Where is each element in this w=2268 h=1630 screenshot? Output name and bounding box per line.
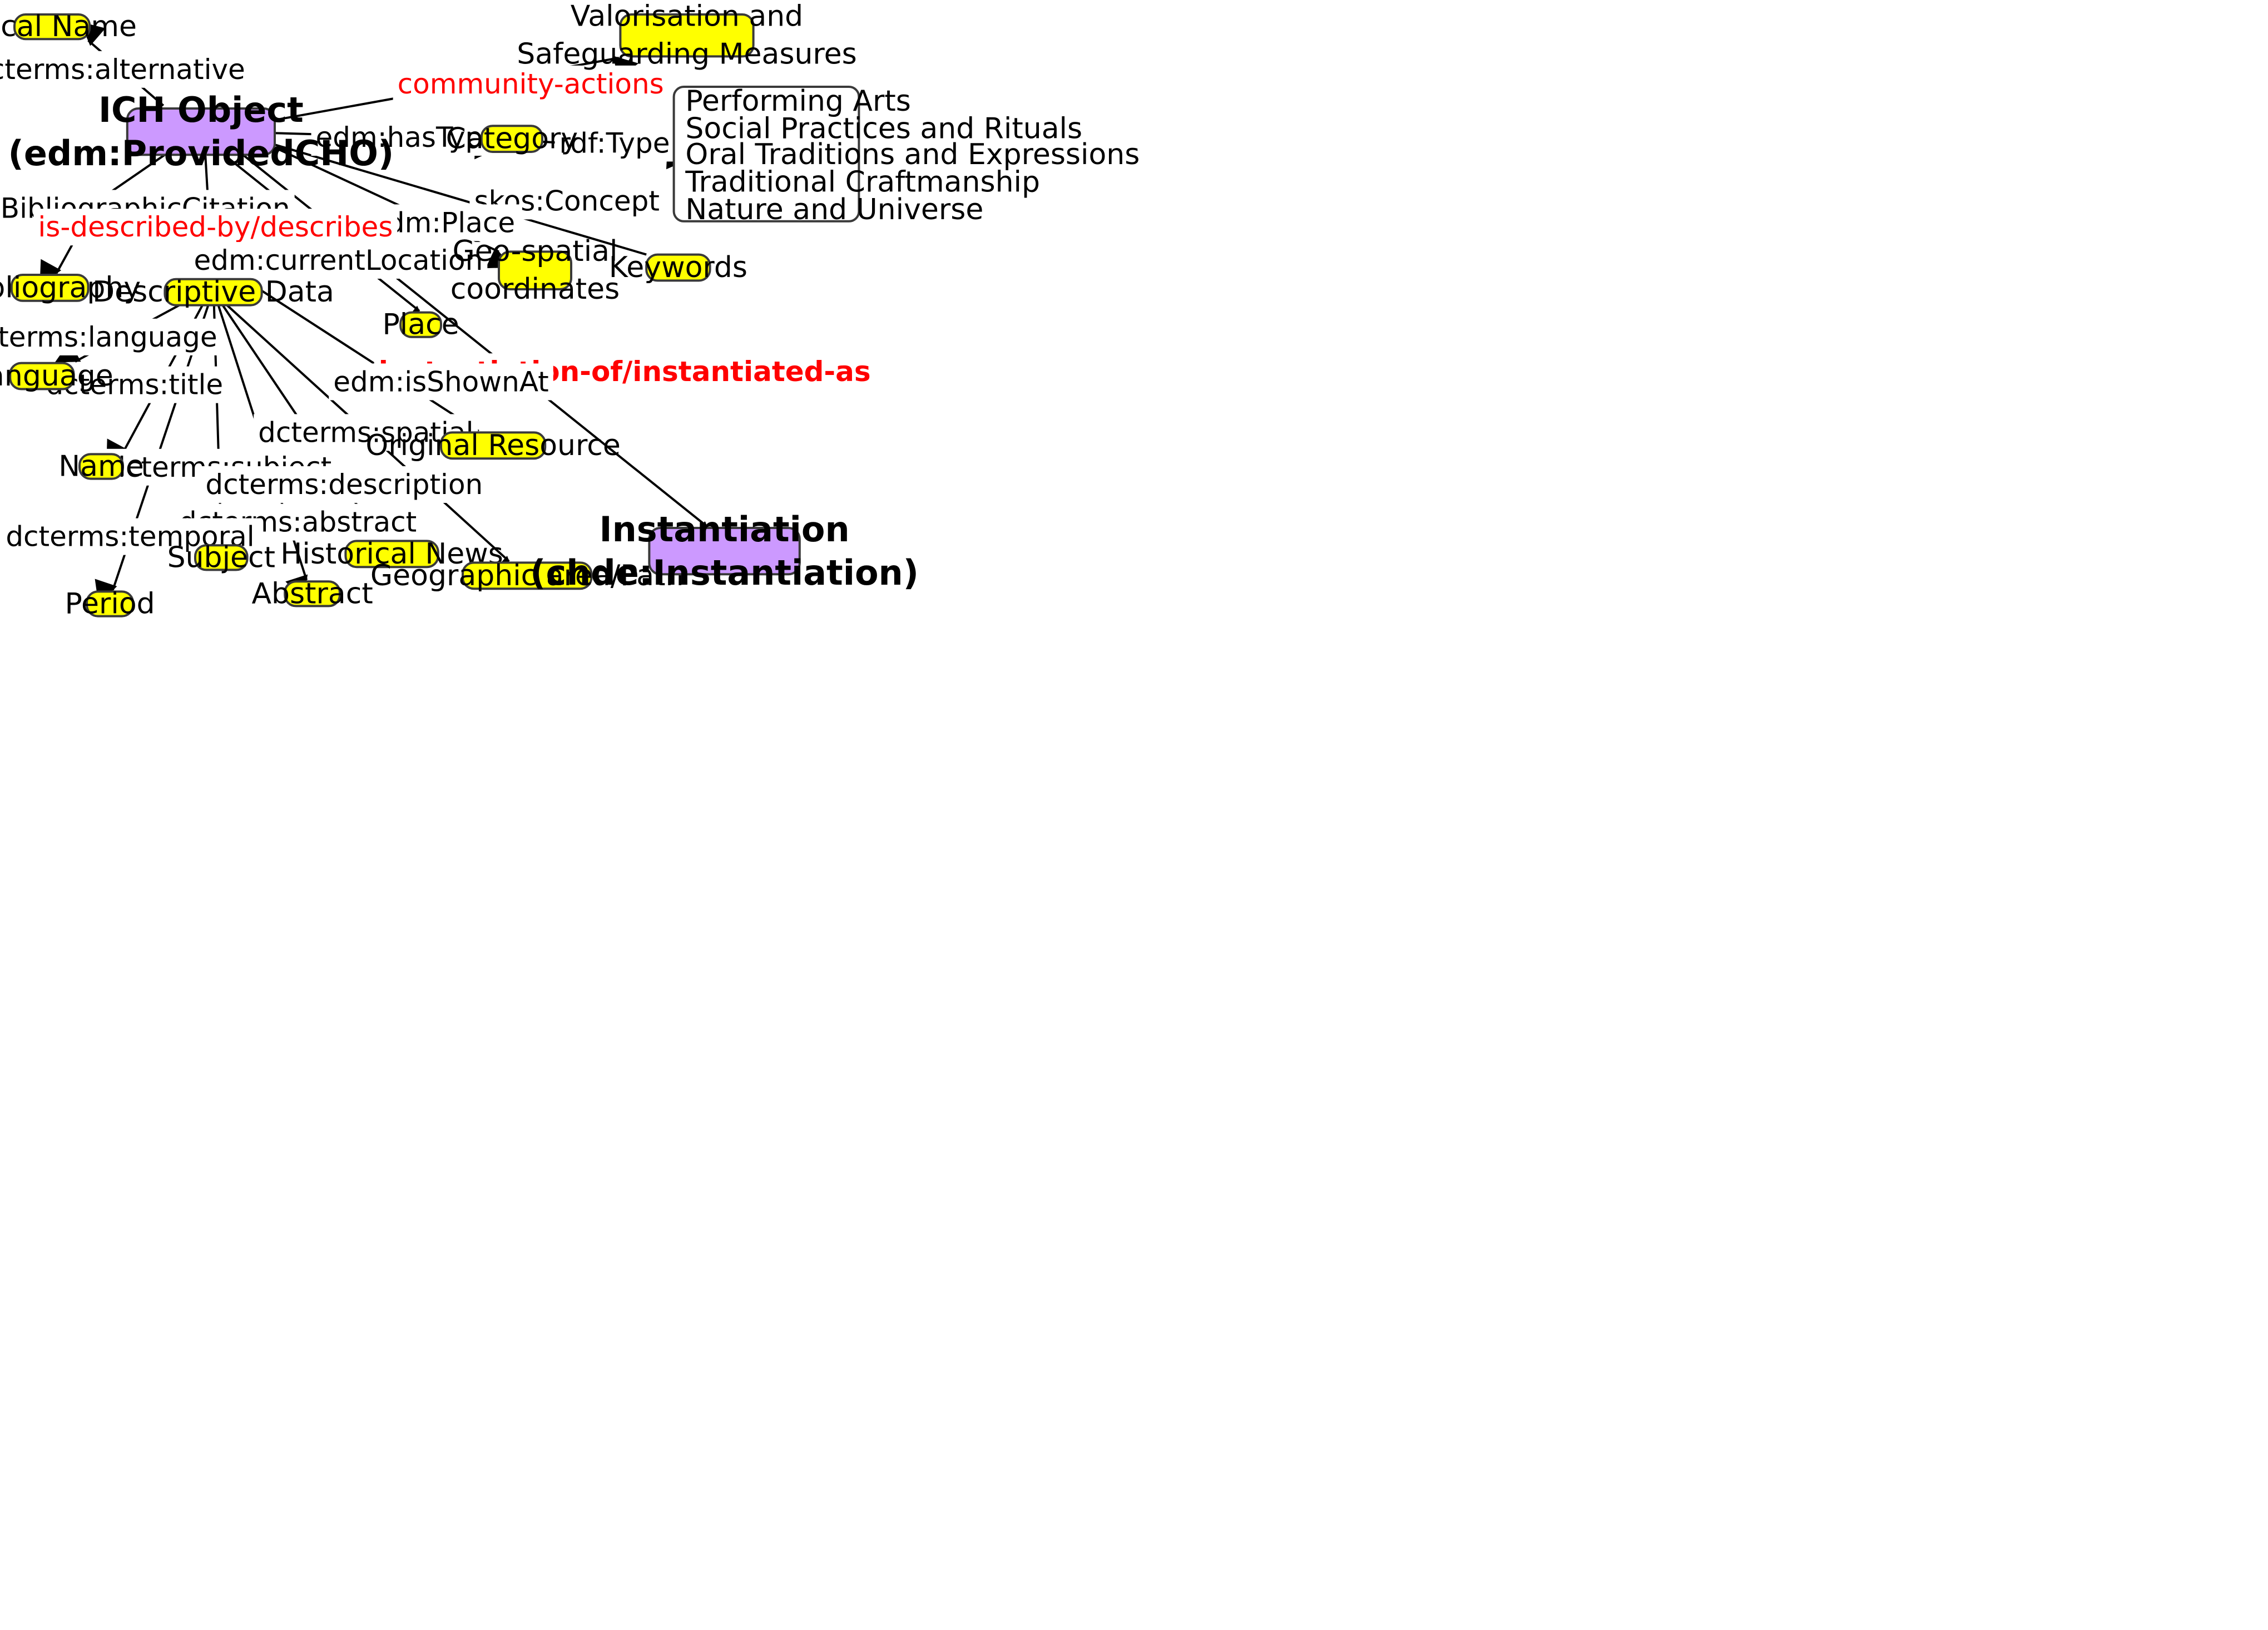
edge-label-text: dcterms:description xyxy=(205,468,483,501)
node-box xyxy=(164,278,263,307)
node-box xyxy=(645,253,711,282)
node-label: Language xyxy=(0,359,113,393)
edge-labels-layer: dcterms:alternative community-actions edm:… xyxy=(0,51,875,555)
type-list-item: Nature and Universe xyxy=(685,193,983,226)
node-box xyxy=(9,362,75,391)
node-label: Local Name xyxy=(0,10,137,43)
node-box xyxy=(10,274,90,302)
node-label: coordinates xyxy=(450,273,620,306)
edge-label-backdrop xyxy=(311,119,504,156)
node-box xyxy=(194,544,249,571)
edge-label-text: dcterms:spatial xyxy=(258,416,473,448)
node-box xyxy=(498,250,572,290)
type-list-frame xyxy=(672,86,860,223)
edge-label-backdrop xyxy=(33,209,398,246)
node-box xyxy=(344,540,439,569)
node-bibliography: Bibliography xyxy=(0,271,141,304)
edge-label-current-location: edm:currentLocation xyxy=(189,242,488,279)
node-label: (edm:ProvidedCHO) xyxy=(8,133,394,174)
edge-label-text: edm:hasType xyxy=(316,121,500,154)
node-language: Language xyxy=(0,359,113,393)
edge-label-is-described-by: is-described-by/describes xyxy=(33,209,398,246)
edge-label-text: dcterms:title xyxy=(46,369,223,401)
type-list-item: Social Practices and Rituals xyxy=(685,112,1082,145)
node-box xyxy=(619,13,755,58)
edge-label-text: community-actions xyxy=(398,68,664,100)
node-box xyxy=(126,107,276,156)
edge-label-text: rdf:Type xyxy=(559,127,670,159)
node-box xyxy=(13,13,91,41)
type-list-item: Traditional Craftmanship xyxy=(685,166,1040,199)
edge-label-rdf-type: rdf:Type xyxy=(554,125,675,162)
edge-label-backdrop xyxy=(201,466,488,503)
node-historical-news: Historical News xyxy=(280,537,503,571)
node-box xyxy=(399,311,443,338)
edge-skos-concept xyxy=(274,144,647,256)
node-label: Abstract xyxy=(251,577,373,610)
edge-is-shown-at xyxy=(261,289,479,432)
type-list-item: Oral Traditions and Expressions xyxy=(685,138,1140,171)
node-label: Keywords xyxy=(609,251,747,284)
edge-label-description: dcterms:description xyxy=(201,466,488,503)
edge-label-text: is-described-by/describes xyxy=(38,211,393,243)
node-label: Name xyxy=(58,450,143,483)
edge-label-text: dcterms:alternative xyxy=(0,53,245,86)
node-label: (chde:Instantiation) xyxy=(530,552,919,593)
edge-label-alternative: dcterms:alternative xyxy=(0,51,250,88)
node-name: Name xyxy=(58,450,143,483)
node-box xyxy=(78,453,124,480)
type-list-item: Performing Arts xyxy=(685,85,911,118)
node-box xyxy=(440,431,547,460)
edge-label-backdrop xyxy=(189,242,488,279)
node-label: Original Resource xyxy=(365,429,620,462)
node-label: Place xyxy=(382,308,459,342)
node-box xyxy=(284,580,341,607)
node-descriptive-data: Descriptive Data xyxy=(92,275,334,309)
node-label: Subject xyxy=(167,541,275,574)
node-place: Place xyxy=(382,308,459,342)
node-box xyxy=(648,527,801,576)
node-label: Geo-spatial xyxy=(453,235,618,268)
edge-label-backdrop xyxy=(329,363,553,401)
edge-label-spatial: dcterms:spatial xyxy=(254,414,478,451)
node-abstract: Abstract xyxy=(251,577,373,610)
node-label: Geographic area/Path xyxy=(370,559,684,592)
edge-label-backdrop xyxy=(0,51,250,88)
edge-label-text: edm:currentLocation xyxy=(194,244,483,276)
edge-label-backdrop xyxy=(393,65,668,102)
node-label: Valorisation and xyxy=(571,0,803,33)
node-keywords: Keywords xyxy=(609,251,747,284)
node-label: Period xyxy=(65,587,155,621)
edge-label-text: dcterms:language xyxy=(0,321,217,353)
edge-label-community-actions: community-actions xyxy=(393,65,668,102)
node-box xyxy=(480,125,543,153)
node-label: Instantiation xyxy=(600,509,850,550)
edge-label-text: edm:isShownAt xyxy=(333,365,549,398)
node-ich-object: ICH Object(edm:ProvidedCHO) xyxy=(8,90,394,174)
node-label: Descriptive Data xyxy=(92,275,334,309)
node-label: ICH Object xyxy=(98,90,304,130)
edge-label-language: dcterms:language xyxy=(0,318,222,355)
edge-label-backdrop xyxy=(0,318,222,355)
node-period: Period xyxy=(65,587,155,621)
node-box xyxy=(86,590,135,618)
node-label: Safeguarding Measures xyxy=(517,38,857,71)
node-local-name: Local Name xyxy=(0,10,137,43)
edge-label-backdrop xyxy=(554,125,675,162)
node-category: Category xyxy=(446,122,578,156)
node-geographic-area: Geographic area/Path xyxy=(370,559,684,592)
node-original-resource: Original Resource xyxy=(365,429,620,462)
edge-label-has-type: edm:hasType xyxy=(311,119,504,156)
node-instantiation: Instantiation(chde:Instantiation) xyxy=(530,509,919,593)
node-label: Bibliography xyxy=(0,271,141,304)
node-box xyxy=(462,561,593,590)
node-subject: Subject xyxy=(167,541,275,574)
node-label: Category xyxy=(446,122,578,156)
edge-label-is-shown-at: edm:isShownAt xyxy=(329,363,553,401)
node-geo-spatial: Geo-spatial coordinates xyxy=(450,235,620,306)
